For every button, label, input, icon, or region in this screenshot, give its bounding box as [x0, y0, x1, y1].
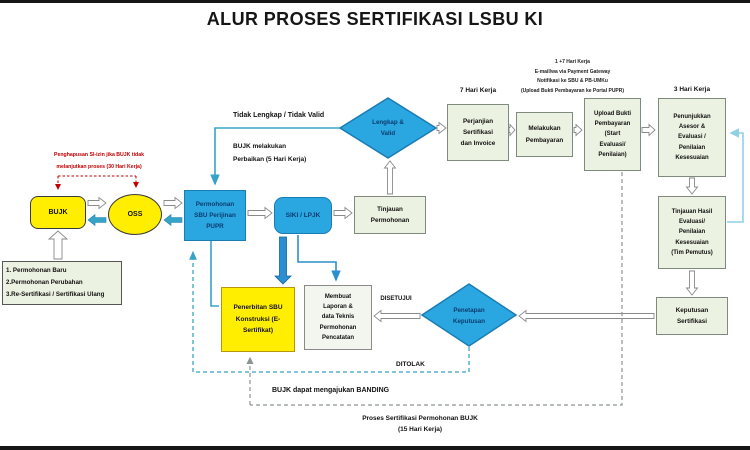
node-membuat-laporan: Membuat Laporan & data Teknis Permohonan… [304, 285, 372, 350]
label-banding: BUJK dapat mengajukan BANDING [272, 387, 390, 394]
list-item: 3.Re-Sertifikasi / Sertifikasi Ulang [6, 291, 105, 299]
line-siki-to-membuat [297, 235, 341, 282]
arrow-permohonan-to-siki [247, 206, 273, 220]
node-melakukan-pembayaran: Melakukan Pembayaran [516, 112, 573, 157]
arrow-siki-to-penerbitan [274, 236, 292, 285]
arrow-siki-to-tinjauan [333, 206, 353, 220]
label-tidak-lengkap: Tidak Lengkap / Tidak Valid [233, 112, 325, 119]
node-keputusan-sertifikasi: Keputusan Sertifikasi [656, 297, 728, 335]
label-7-hari-kerja: 7 Hari Kerja [459, 87, 497, 94]
arrow-penunjukkan-to-tinjauan-hasil [685, 177, 699, 195]
bottom-border-bar [0, 446, 750, 450]
arrow-melakukan-to-upload [573, 123, 583, 137]
line-permohonan-to-penerbitan [210, 241, 219, 307]
node-perjanjian-sertifikasi: Perjanjian Sertifikasi dan Invoice [447, 104, 509, 161]
note-penghapusan: Penghapusan SI-izin jika BUJK tidak mela… [54, 152, 144, 170]
arrow-oss-to-permohonan [163, 196, 183, 210]
arrow-decision-to-perjanjian [436, 121, 447, 135]
arrow-penetapan-to-membuat [373, 309, 421, 323]
label-proses-sertifikasi: Proses Sertifikasi Permohonan BUJK (15 H… [362, 415, 478, 434]
node-permohonan-sbu: Permohonan SBU Perijinan PUPR [184, 190, 246, 241]
arrow-bujk-to-oss [87, 196, 107, 210]
node-siki-lpjk: SIKI / LPJK [274, 197, 332, 234]
list-item: 2.Permohonan Perubahan [6, 278, 83, 286]
arrow-oss-to-bujk [87, 213, 107, 227]
node-oss: OSS [108, 194, 162, 235]
arrow-keputusan-to-penetapan [518, 309, 655, 323]
node-penerbitan-sbu: Penerbitan SBU Konstruksi (E- Sertifikat… [221, 287, 295, 352]
decision-lengkap-valid-label: Lengkap & Valid [372, 119, 404, 138]
label-3-hari-kerja: 3 Hari Kerja [673, 86, 711, 93]
label-bujk-perbaikan: BUJK melakukan Perbaikan (5 Hari Kerja) [233, 143, 307, 163]
page-title: ALUR PROSES SERTIFIKASI LSBU KI [206, 9, 544, 29]
label-disetujui: DISETUJUI [380, 296, 412, 302]
node-tinjauan-permohonan: Tinjauan Permohonan [354, 196, 426, 234]
arrow-list-to-bujk [47, 230, 69, 260]
node-bujk: BUJK [30, 196, 86, 229]
arrow-permohonan-to-oss [163, 213, 183, 227]
input-type-list: 1. Permohonan Baru 2.Permohonan Perubaha… [2, 261, 122, 305]
node-tinjauan-hasil: Tinjauan Hasil Evaluasi/ Penilaian Keses… [658, 196, 726, 269]
list-item: 1. Permohonan Baru [6, 266, 67, 274]
penghapusan-bracket [55, 175, 139, 190]
decision-penetapan-label: Penetapan Keputusan [453, 307, 485, 326]
arrow-tinjauan-to-decision [383, 160, 397, 195]
line-tinjauan-hasil-loop [727, 128, 744, 223]
note-payment-gateway: 1 +7 Hari Kerja E-mail/wa via Payment Ga… [520, 59, 625, 94]
label-ditolak: DITOLAK [396, 361, 425, 368]
arrow-upload-to-penunjukkan [641, 123, 656, 137]
arrow-perjanjian-to-melakukan [508, 123, 516, 137]
top-border-bar [0, 0, 750, 3]
node-penunjukkan-asesor: Penunjukkan Asesor & Evaluasi / Penilaia… [658, 98, 726, 177]
node-upload-bukti: Upload Bukti Pembayaran (Start Evaluasi/… [584, 98, 641, 171]
arrow-tinjauan-hasil-to-keputusan [685, 270, 699, 296]
